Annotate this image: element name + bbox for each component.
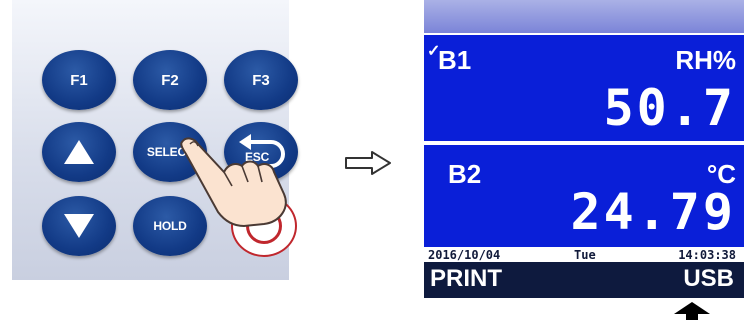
triangle-down-icon — [64, 214, 94, 238]
usb-function-label[interactable]: USB — [683, 265, 734, 292]
f2-key-label: F2 — [161, 71, 179, 89]
device-display: ✓ B1 RH% 50.7 B2 °C 24.79 2016/10/04 Tue… — [424, 0, 744, 298]
check-mark-icon: ✓ — [427, 43, 441, 60]
display-header-band — [424, 0, 744, 33]
keypad-panel: F1 F2 F3 SELECT ESC HOLD — [12, 0, 298, 280]
f2-key[interactable]: F2 — [133, 50, 207, 110]
f1-key[interactable]: F1 — [42, 50, 116, 110]
channel-unit: °C — [706, 159, 736, 189]
hold-key[interactable]: HOLD — [133, 196, 207, 256]
channel-panel-b1[interactable]: ✓ B1 RH% 50.7 — [424, 35, 744, 141]
channel-reading: 50.7 — [603, 79, 736, 137]
hold-key-label: HOLD — [153, 219, 187, 233]
channel-unit: RH% — [675, 45, 736, 75]
channel-panel-b2[interactable]: B2 °C 24.79 — [424, 145, 744, 245]
outline-right-arrow-icon — [345, 151, 391, 175]
pointing-hand-icon — [180, 137, 287, 228]
channel-name: B1 — [438, 45, 472, 75]
up-arrow-icon — [674, 302, 710, 320]
status-bar: 2016/10/04 Tue 14:03:38 — [424, 245, 744, 262]
triangle-up-icon — [64, 140, 94, 164]
return-arrow-icon — [239, 134, 285, 168]
up-key[interactable] — [42, 122, 116, 182]
down-key[interactable] — [42, 196, 116, 256]
channel-name: B2 — [448, 159, 482, 189]
status-time: 14:03:38 — [678, 248, 736, 262]
status-day: Tue — [574, 248, 596, 262]
status-date: 2016/10/04 — [428, 248, 501, 262]
channel-reading: 24.79 — [570, 183, 736, 241]
print-function-label[interactable]: PRINT — [430, 265, 502, 292]
function-key-bar: PRINT USB — [424, 262, 744, 298]
f1-key-label: F1 — [70, 71, 88, 89]
f3-key[interactable]: F3 — [224, 50, 298, 110]
select-key-label: SELECT — [146, 145, 194, 159]
f3-key-label: F3 — [252, 71, 270, 89]
esc-key-face: ESC — [231, 130, 291, 174]
esc-key-label: ESC — [245, 150, 270, 164]
